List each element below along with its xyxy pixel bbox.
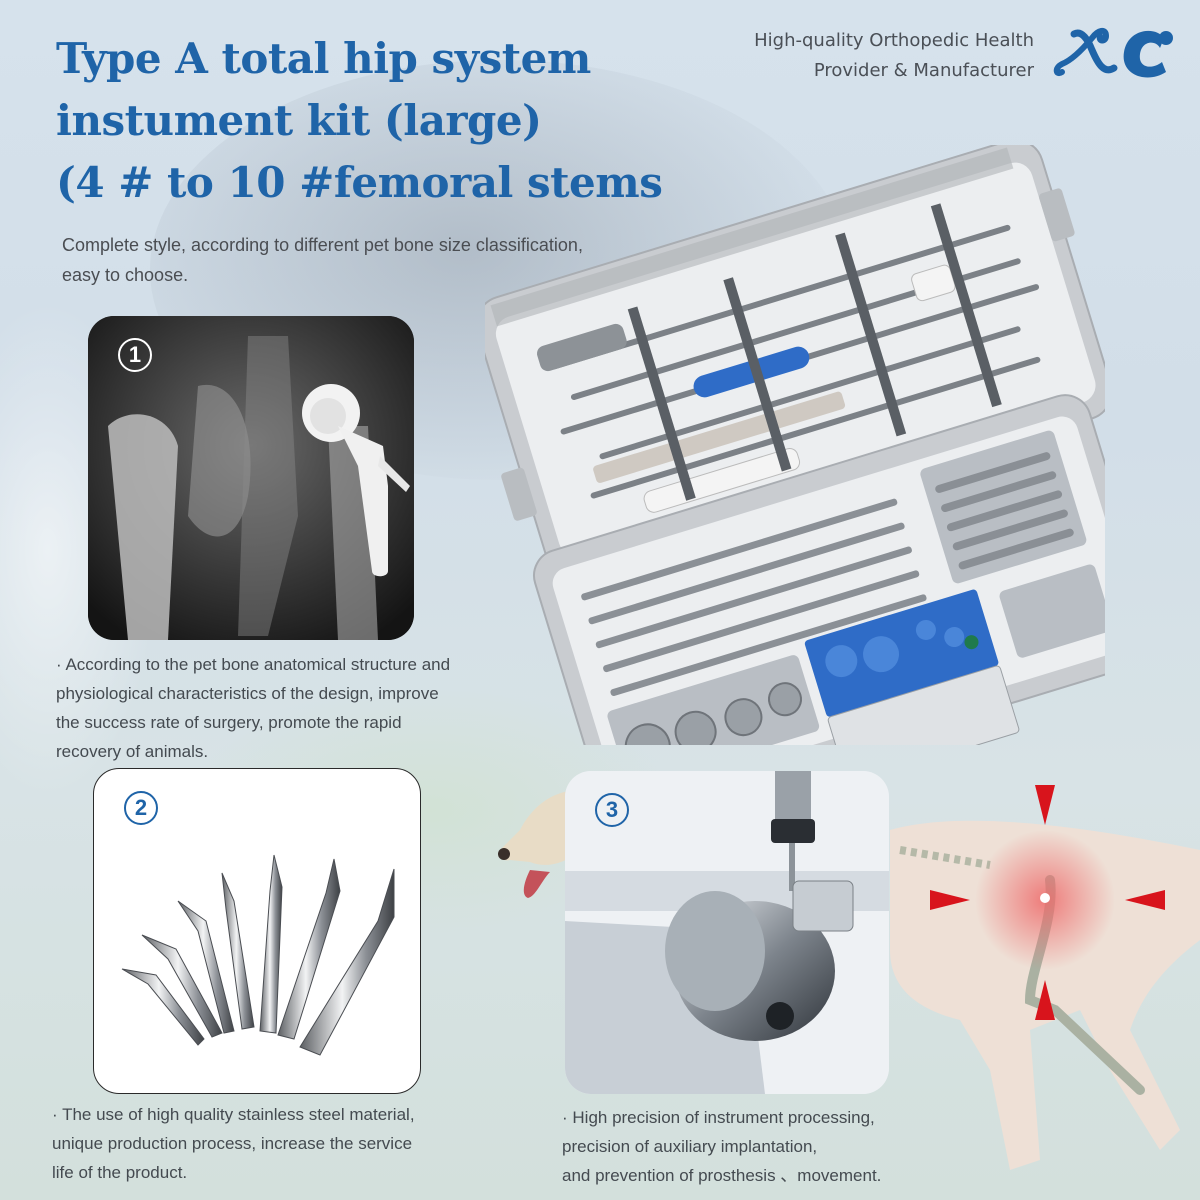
tagline-line-1: High-quality Orthopedic Health xyxy=(754,30,1034,51)
xc-logo-icon xyxy=(1053,28,1173,78)
brand-tagline: High-quality Orthopedic Health Provider … xyxy=(754,26,1034,86)
arrow-up-icon xyxy=(1035,980,1055,1020)
tagline-line-2: Provider & Manufacturer xyxy=(813,60,1034,81)
feature-2-text: · The use of high quality stainless stee… xyxy=(52,1105,415,1182)
instrument-case-image xyxy=(485,145,1105,745)
feature-panel-2: 2 xyxy=(93,768,421,1094)
feature-3-text: · High precision of instrument processin… xyxy=(562,1108,882,1185)
title-line-1: Type A total hip system xyxy=(56,34,591,83)
feature-panel-3: 3 xyxy=(565,771,889,1094)
arrow-left-icon xyxy=(1125,890,1165,910)
page-title: Type A total hip system instument kit (l… xyxy=(56,28,663,214)
step-number-badge: 1 xyxy=(118,338,152,372)
title-line-2: instument kit (large) xyxy=(56,96,542,145)
subtitle: Complete style, according to different p… xyxy=(62,235,583,285)
dog-head-illustration xyxy=(498,790,580,898)
feature-panel-1: 1 xyxy=(88,316,414,640)
step-number-badge: 2 xyxy=(124,791,158,825)
arrow-right-icon xyxy=(930,890,970,910)
feature-1-text: · According to the pet bone anatomical s… xyxy=(56,655,451,761)
arrow-down-icon xyxy=(1035,785,1055,825)
cnc-machine-image xyxy=(565,771,889,1094)
femoral-stems-image xyxy=(121,854,395,1056)
dog-hip-target-illustration xyxy=(890,785,1200,1170)
step-number-badge: 3 xyxy=(595,793,629,827)
title-line-3: (4 # to 10 #femoral stems xyxy=(56,158,663,207)
